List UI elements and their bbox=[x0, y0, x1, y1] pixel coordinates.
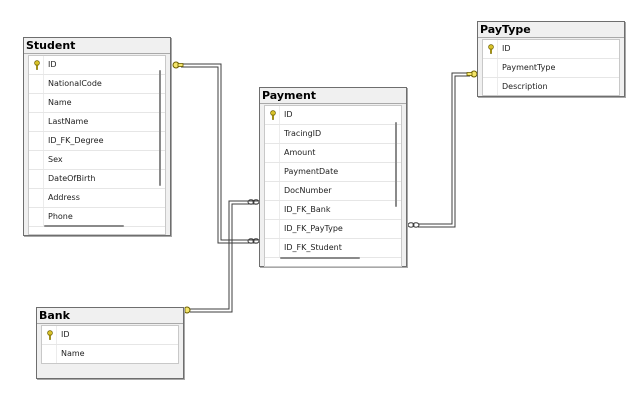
column-name: DateOfBirth bbox=[48, 174, 96, 183]
column-row[interactable]: TracingID bbox=[265, 125, 401, 144]
column-row[interactable]: Description bbox=[483, 78, 619, 95]
table-title[interactable]: Bank bbox=[37, 308, 183, 324]
column-name: Name bbox=[48, 98, 72, 107]
table-paytype[interactable]: PayType ID PaymentType Description bbox=[477, 21, 625, 97]
column-name: NationalCode bbox=[48, 79, 102, 88]
column-row[interactable]: Amount bbox=[265, 144, 401, 163]
column-row[interactable]: Name bbox=[29, 94, 165, 113]
column-name: DocNumber bbox=[284, 186, 332, 195]
column-row[interactable]: ID_FK_Degree bbox=[29, 132, 165, 151]
table-student[interactable]: Student ID NationalCode Name LastName ID… bbox=[23, 37, 171, 236]
column-name: ID bbox=[502, 44, 511, 53]
column-row[interactable]: Name bbox=[42, 345, 178, 363]
column-name: TracingID bbox=[284, 129, 322, 138]
column-name: ID bbox=[48, 60, 57, 69]
table-title[interactable]: PayType bbox=[478, 22, 624, 38]
horizontal-scrollbar[interactable] bbox=[44, 225, 124, 227]
table-title[interactable]: Student bbox=[24, 38, 170, 54]
table-bank[interactable]: Bank ID Name bbox=[36, 307, 184, 379]
column-row[interactable]: DateOfBirth bbox=[29, 170, 165, 189]
infinity-connector-icon bbox=[247, 199, 260, 205]
column-list: ID PaymentType Description bbox=[482, 39, 620, 96]
key-connector-icon bbox=[466, 70, 478, 78]
key-connector-icon bbox=[172, 61, 184, 69]
column-row[interactable]: DocNumber bbox=[265, 182, 401, 201]
key-icon bbox=[47, 330, 53, 340]
key-icon bbox=[270, 110, 276, 120]
column-name: Sex bbox=[48, 155, 63, 164]
infinity-connector-icon bbox=[407, 222, 420, 228]
key-icon bbox=[34, 60, 40, 70]
column-name: Name bbox=[61, 349, 85, 358]
column-row[interactable]: Address bbox=[29, 189, 165, 208]
column-name: ID_FK_Bank bbox=[284, 205, 331, 214]
relationship-payment-paytype bbox=[418, 72, 470, 228]
column-row[interactable]: Sex bbox=[29, 151, 165, 170]
column-list: ID Name bbox=[41, 325, 179, 364]
column-row[interactable]: ID_FK_PayType bbox=[265, 220, 401, 239]
column-row[interactable]: NationalCode bbox=[29, 75, 165, 94]
column-name: PaymentDate bbox=[284, 167, 339, 176]
vertical-scrollbar[interactable] bbox=[159, 70, 161, 186]
column-name: Address bbox=[48, 193, 80, 202]
column-row[interactable]: ID bbox=[29, 56, 165, 75]
column-row[interactable]: ID bbox=[483, 40, 619, 59]
table-title[interactable]: Payment bbox=[260, 88, 406, 104]
column-row[interactable]: ID bbox=[265, 106, 401, 125]
table-payment[interactable]: Payment ID TracingID Amount PaymentDate … bbox=[259, 87, 407, 267]
column-name: PaymentType bbox=[502, 63, 556, 72]
column-row[interactable]: LastName bbox=[29, 113, 165, 132]
column-name: Amount bbox=[284, 148, 316, 157]
column-row[interactable]: PaymentType bbox=[483, 59, 619, 78]
column-row[interactable]: ID bbox=[42, 326, 178, 345]
column-name: Phone bbox=[48, 212, 73, 221]
relationship-payment-student bbox=[181, 63, 258, 244]
column-row[interactable]: ID_FK_Student bbox=[265, 239, 401, 258]
column-row[interactable]: PaymentDate bbox=[265, 163, 401, 182]
column-list: ID NationalCode Name LastName ID_FK_Degr… bbox=[28, 55, 166, 235]
key-icon bbox=[488, 44, 494, 54]
column-name: LastName bbox=[48, 117, 89, 126]
column-name: ID_FK_PayType bbox=[284, 224, 343, 233]
relationship-payment-bank bbox=[190, 200, 258, 313]
column-name: ID bbox=[61, 330, 70, 339]
column-list: ID TracingID Amount PaymentDate DocNumbe… bbox=[264, 105, 402, 267]
column-name: ID_FK_Degree bbox=[48, 136, 104, 145]
infinity-connector-icon bbox=[247, 238, 260, 244]
column-name: Description bbox=[502, 82, 548, 91]
vertical-scrollbar[interactable] bbox=[395, 122, 397, 207]
column-name: ID_FK_Student bbox=[284, 243, 342, 252]
column-name: ID bbox=[284, 110, 293, 119]
column-row[interactable]: ID_FK_Bank bbox=[265, 201, 401, 220]
horizontal-scrollbar[interactable] bbox=[280, 257, 360, 259]
